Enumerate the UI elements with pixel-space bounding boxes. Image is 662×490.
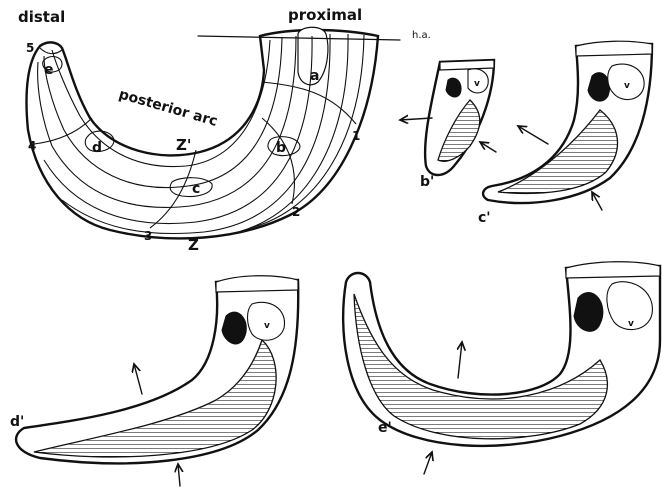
label-d-prime: d' — [10, 414, 24, 430]
label-number-3: 3 — [144, 229, 152, 243]
label-section-c: c — [192, 181, 200, 197]
label-section-a: a — [310, 68, 319, 84]
label-b-prime: b' — [420, 174, 434, 190]
label-number-2: 2 — [292, 205, 300, 219]
main-tooth — [27, 27, 401, 238]
section-b-prime: v — [400, 60, 496, 175]
label-number-5: 5 — [26, 41, 34, 55]
label-proximal: proximal — [288, 6, 362, 24]
label-posterior-arc: posterior arc — [117, 86, 219, 129]
label-section-b: b — [276, 140, 286, 156]
label-distal: distal — [18, 8, 65, 26]
label-number-1: 1 — [352, 129, 360, 143]
label-section-e: e — [44, 62, 54, 78]
section-c-prime: v — [483, 41, 652, 210]
label-e-prime: e' — [378, 420, 392, 436]
label-c-prime: c' — [478, 210, 491, 226]
label-number-4: 4 — [28, 139, 36, 153]
section-d-prime: v — [16, 276, 298, 486]
vein-label-b: v — [474, 79, 480, 89]
label-section-d: d — [92, 140, 102, 156]
label-ha: h.a. — [412, 30, 431, 41]
section-e-prime: v — [343, 262, 660, 474]
vein-label-e: v — [628, 319, 634, 329]
vein-label-d: v — [264, 321, 270, 331]
vein-label-c: v — [624, 81, 630, 91]
label-z: Z — [188, 236, 199, 254]
label-z-prime: Z' — [176, 136, 191, 154]
